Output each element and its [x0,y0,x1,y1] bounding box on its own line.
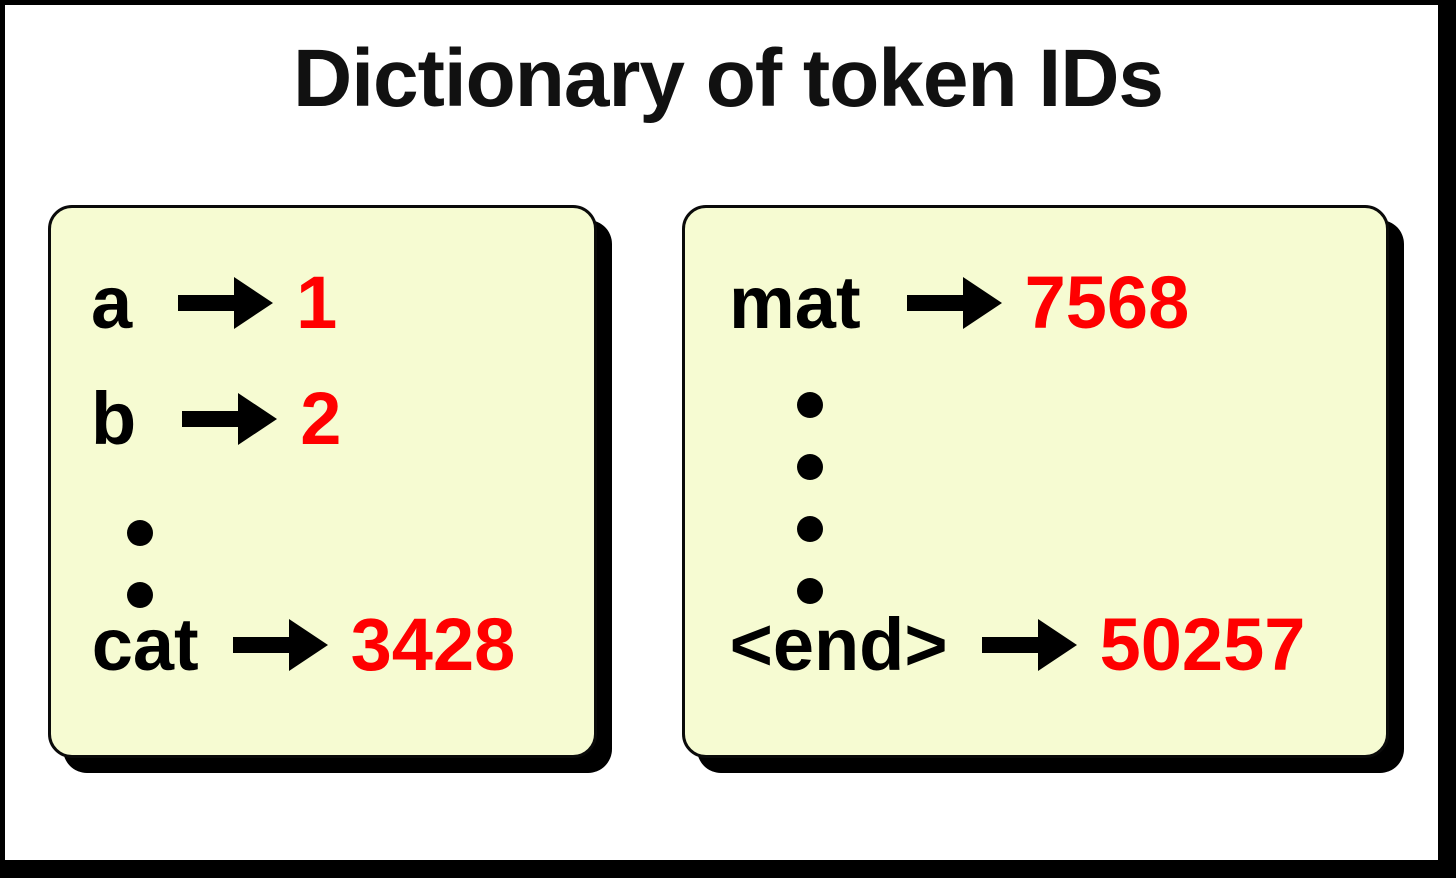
token-mapping-row: b 2 [91,382,341,456]
token-mapping-row: mat 7568 [729,266,1189,340]
ellipsis-dot-icon [127,520,153,546]
ellipsis-dot-icon [797,392,823,418]
frame-border-top [0,0,1456,5]
token-id-value: 2 [300,377,342,460]
token-dictionary-card-right: mat 7568 <end> [682,205,1389,758]
ellipsis-dot-icon [797,454,823,480]
vertical-ellipsis [797,392,823,604]
ellipsis-dot-icon [127,582,153,608]
vertical-ellipsis [127,520,153,608]
token-mapping-row: cat 3428 [51,608,556,682]
token-id-value: 3428 [350,603,516,686]
right-arrow-icon [981,617,1078,673]
frame-border-left [0,0,5,860]
token-mapping-row: <end> 50257 [685,608,1350,682]
frame-border-right [1438,0,1456,860]
token-dictionary-card-left: a 1 b 2 [48,205,597,758]
token-id-value: 50257 [1099,603,1306,686]
right-arrow-icon [182,391,278,447]
ellipsis-dot-icon [797,516,823,542]
token-label: cat [91,603,199,686]
right-arrow-icon [178,275,274,331]
right-arrow-icon [906,275,1003,331]
token-label: b [91,377,137,460]
frame-border-bottom [0,860,1456,878]
token-mapping-row: a 1 [91,266,337,340]
token-label: mat [729,261,861,344]
token-label: a [91,261,133,344]
token-id-value: 7568 [1024,261,1190,344]
right-arrow-icon [232,617,329,673]
page-title: Dictionary of token IDs [292,33,1164,124]
token-id-value: 1 [296,261,338,344]
ellipsis-dot-icon [797,578,823,604]
token-label: <end> [729,603,948,686]
